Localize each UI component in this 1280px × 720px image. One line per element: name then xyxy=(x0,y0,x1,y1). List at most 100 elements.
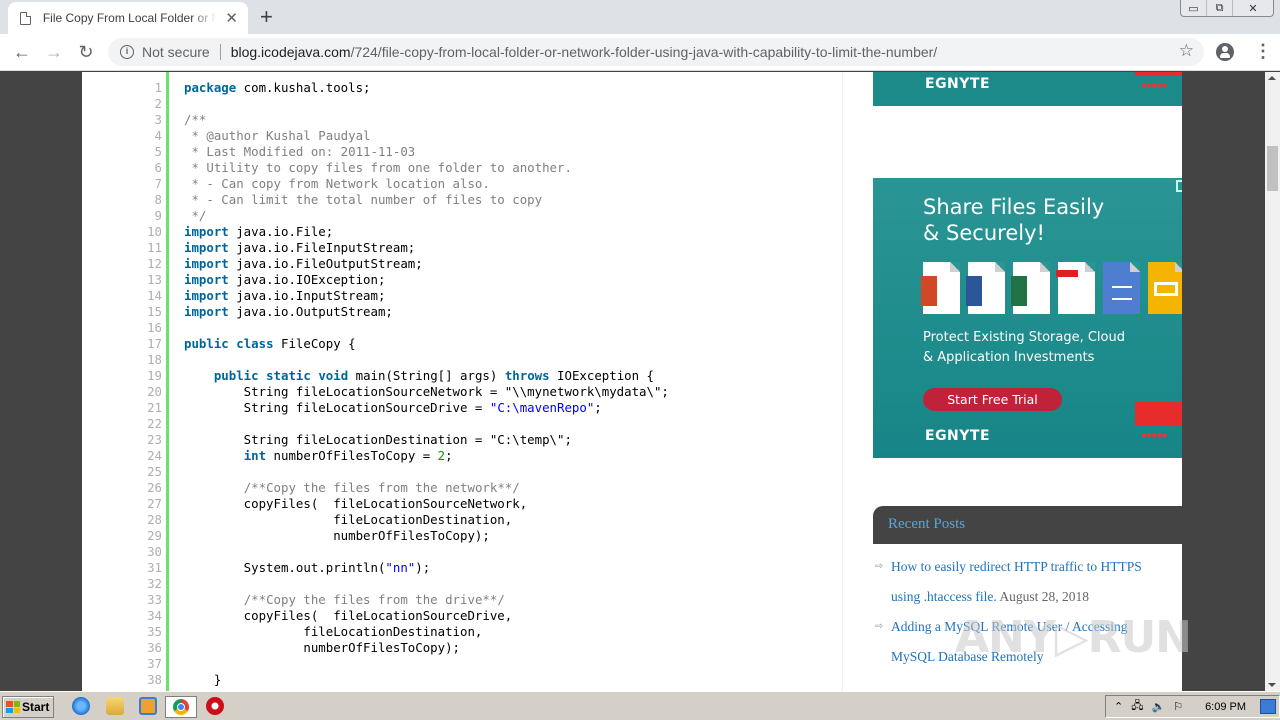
code-line: String fileLocationDestination = "C:\tem… xyxy=(184,432,572,447)
line-number: 14 xyxy=(147,288,162,303)
info-icon[interactable]: i xyxy=(120,45,134,59)
new-tab-button[interactable]: + xyxy=(260,4,273,29)
line-number: 38 xyxy=(147,672,162,687)
ad-headline-line2: & Securely! xyxy=(923,221,1045,245)
media-player-icon[interactable] xyxy=(139,697,157,715)
network-icon[interactable]: 🖧 xyxy=(1131,700,1144,712)
restore-button[interactable]: ⧉ xyxy=(1207,0,1233,16)
ad-subline: Protect Existing Storage, Cloud & Applic… xyxy=(923,328,1125,368)
recent-posts-header: Recent Posts xyxy=(873,506,1182,544)
show-desktop-icon[interactable] xyxy=(1260,699,1276,714)
menu-icon[interactable]: ⋮ xyxy=(1254,41,1272,61)
code-line: } xyxy=(184,672,222,687)
taskbar: Start ⌃ 🖧 🔈 ⚐ 6:09 PM xyxy=(0,691,1280,720)
browser-tab[interactable]: File Copy From Local Folder or Network F… xyxy=(8,2,248,34)
url-host[interactable]: blog.icodejava.com xyxy=(230,44,351,60)
back-button[interactable]: ← xyxy=(13,41,31,62)
code-line: numberOfFilesToCopy); xyxy=(184,528,490,543)
line-number: 22 xyxy=(147,416,162,431)
line-number: 11 xyxy=(147,240,162,255)
pc-badge-icon xyxy=(1135,72,1182,76)
tab-strip: File Copy From Local Folder or Network F… xyxy=(0,0,1280,34)
line-number: 2 xyxy=(154,96,162,111)
adchoices-icon[interactable] xyxy=(1176,180,1182,192)
recent-posts-title: Recent Posts xyxy=(888,516,966,532)
minimize-button[interactable]: ▭ xyxy=(1181,0,1207,16)
start-button[interactable]: Start xyxy=(2,696,54,718)
code-line: import java.io.File; xyxy=(184,224,334,239)
page-scrollbar[interactable] xyxy=(1265,72,1280,691)
line-number: 9 xyxy=(154,208,162,223)
code-line: * Last Modified on: 2011-11-03 xyxy=(184,144,416,159)
close-window-button[interactable]: ✕ xyxy=(1248,2,1258,15)
file-explorer-icon[interactable] xyxy=(106,697,124,715)
code-line: int numberOfFilesToCopy = 2; xyxy=(243,448,453,463)
list-item: ⇨ How to easily redirect HTTP traffic to… xyxy=(873,552,1153,612)
forward-button[interactable]: → xyxy=(45,41,63,62)
security-label[interactable]: Not secure xyxy=(142,44,210,60)
scroll-up-arrow-icon[interactable] xyxy=(1268,76,1276,80)
code-line: * @author Kushal Paudyal xyxy=(184,128,371,143)
arrow-icon: ⇨ xyxy=(875,621,884,632)
ad-banner-main[interactable]: Share Files Easily & Securely! Protect E… xyxy=(873,178,1182,458)
code-line: /** xyxy=(184,112,207,127)
page-icon xyxy=(20,11,31,25)
action-center-flag-icon[interactable]: ⚐ xyxy=(1173,701,1184,713)
clock[interactable]: 6:09 PM xyxy=(1205,700,1247,713)
egnyte-logo: EGNYTE xyxy=(925,428,991,444)
browser-toolbar: ← → ↻ i Not secure blog.icodejava.com/72… xyxy=(0,34,1280,71)
post-date: August 28, 2018 xyxy=(999,589,1090,604)
line-number: 20 xyxy=(147,384,162,399)
post-link[interactable]: Adding a MySQL Remote User / Accessing M… xyxy=(891,619,1128,664)
reload-button[interactable]: ↻ xyxy=(78,41,94,62)
word-doc-icon xyxy=(966,262,1005,314)
ad-subline-line1: Protect Existing Storage, Cloud xyxy=(923,330,1125,345)
ad-headline-line1: Share Files Easily xyxy=(923,195,1105,219)
line-number: 33 xyxy=(147,592,162,607)
anyrun-watermark: ANY▷RUN xyxy=(955,612,1192,663)
line-number: 15 xyxy=(147,304,162,319)
arrow-icon: ⇨ xyxy=(875,561,884,572)
code-line: public class FileCopy { xyxy=(184,336,356,351)
rating-dots-icon: ●●●●● xyxy=(1141,80,1167,91)
powerpoint-doc-icon xyxy=(921,262,960,314)
account-icon[interactable] xyxy=(1216,43,1234,61)
line-number: 29 xyxy=(147,528,162,543)
start-free-trial-button[interactable]: Start Free Trial xyxy=(923,388,1062,411)
chrome-icon xyxy=(173,699,189,715)
address-bar[interactable]: i Not secure blog.icodejava.com/724/file… xyxy=(108,38,1204,66)
line-number: 3 xyxy=(154,112,162,127)
bookmark-star-icon[interactable]: ☆ xyxy=(1178,41,1194,60)
post-link[interactable]: How to easily redirect HTTP traffic to H… xyxy=(891,559,1142,604)
scroll-thumb[interactable] xyxy=(1267,146,1278,191)
code-line: String fileLocationSourceDrive = "C:\mav… xyxy=(184,400,602,415)
ad-banner-top[interactable]: EGNYTE ●●●●● xyxy=(873,72,1182,106)
code-line xyxy=(184,576,669,592)
line-number: 26 xyxy=(147,480,162,495)
scroll-down-arrow-icon[interactable] xyxy=(1268,683,1276,687)
line-number: 23 xyxy=(147,432,162,447)
line-number: 37 xyxy=(147,656,162,671)
line-number: 5 xyxy=(154,144,162,159)
internet-explorer-icon[interactable] xyxy=(72,697,90,715)
code-line xyxy=(184,544,669,560)
code-line: /**Copy the files from the network**/ xyxy=(243,480,520,495)
code-line xyxy=(184,416,669,432)
url-path[interactable]: /724/file-copy-from-local-folder-or-netw… xyxy=(350,44,938,60)
volume-icon[interactable]: 🔈 xyxy=(1151,701,1166,713)
list-item: ⇨ Adding a MySQL Remote User / Accessing… xyxy=(873,612,1153,672)
code-line: package com.kushal.tools; xyxy=(184,80,371,95)
line-number: 4 xyxy=(154,128,162,143)
code-line: */ xyxy=(184,208,207,223)
line-number: 36 xyxy=(147,640,162,655)
tab-close-icon[interactable]: ✕ xyxy=(225,10,238,27)
show-hidden-icons-icon[interactable]: ⌃ xyxy=(1114,701,1124,713)
chrome-taskbar-button[interactable] xyxy=(165,696,197,718)
code-lines: package com.kushal.tools; /** * @author … xyxy=(184,80,669,688)
opera-icon[interactable] xyxy=(206,697,224,715)
code-line: import java.io.FileInputStream; xyxy=(184,240,416,255)
excel-doc-icon xyxy=(1011,262,1050,314)
